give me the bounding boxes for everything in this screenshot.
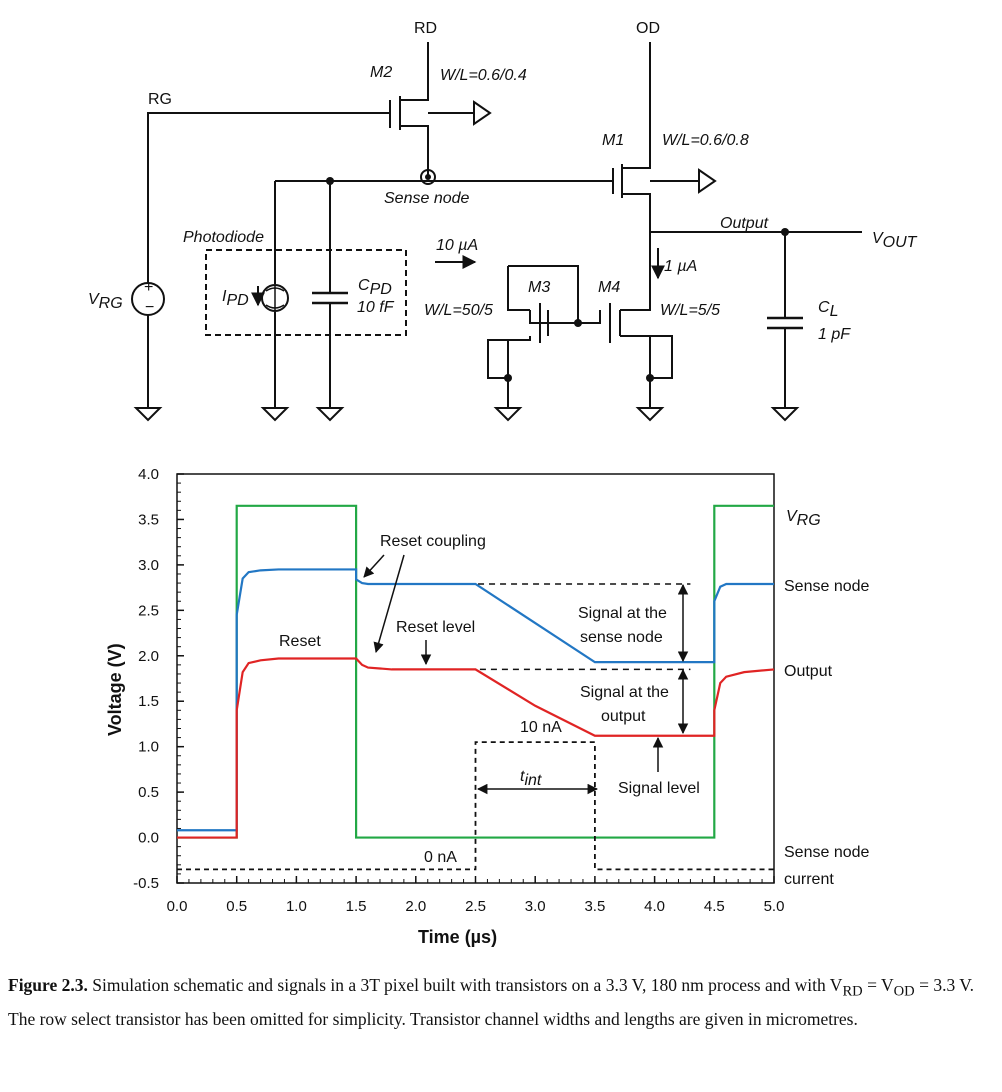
current-mirror (487, 232, 673, 408)
y-tick-label: -0.5 (133, 875, 159, 892)
x-tick-label: 3.5 (584, 898, 605, 915)
cpd-value: 10 fF (357, 299, 395, 316)
cl-value: 1 pF (818, 326, 851, 343)
transistor-m2 (389, 42, 492, 185)
y-axis-label: Voltage (V) (105, 643, 125, 736)
ground-symbols (133, 407, 800, 422)
output-label: Output (720, 215, 769, 232)
signal-output-label-2: output (601, 708, 646, 725)
caption-label: Figure 2.3. (8, 975, 88, 995)
x-tick-label: 0.5 (226, 898, 247, 915)
sense-current-legend-2: current (784, 871, 834, 888)
cpd-label: CPD (358, 277, 392, 298)
cl-label: CL (818, 299, 838, 320)
signal-sense-label-2: sense node (580, 629, 663, 646)
caption-sub-rd: RD (842, 983, 863, 1000)
schematic: + − VRG RG RD M2 W/L=0.6/0.4 Sense node (88, 20, 918, 422)
sense-node-label: Sense node (384, 190, 470, 207)
m3-size-label: W/L=50/5 (424, 302, 493, 319)
photodiode-label: Photodiode (183, 229, 264, 246)
caption-text: Simulation schematic and signals in a 3T… (87, 975, 843, 995)
y-tick-label: 3.5 (138, 511, 159, 528)
y-tick-label: 0.0 (138, 830, 159, 847)
caption-sub-od: OD (893, 983, 915, 1000)
m2-size-label: W/L=0.6/0.4 (440, 67, 527, 84)
y-tick-label: 3.0 (138, 557, 159, 574)
figure-caption: Figure 2.3. Simulation schematic and sig… (8, 972, 994, 1033)
minus-sign: − (145, 299, 154, 316)
ua10-label: 10 µA (436, 237, 478, 254)
y-tick-label: 1.5 (138, 693, 159, 710)
series-current (177, 741, 774, 871)
vrg-source-label: VRG (88, 291, 123, 312)
vrg-source-symbol (131, 282, 165, 316)
vrg-label: VRG (786, 508, 821, 529)
current-0na-label: 0 nA (424, 849, 457, 866)
y-tick-label: 2.5 (138, 602, 159, 619)
photodiode-box (205, 249, 407, 336)
x-axis-label: Time (µs) (418, 927, 497, 947)
x-tick-label: 3.0 (525, 898, 546, 915)
x-tick-label: 0.0 (167, 898, 188, 915)
m1-label: M1 (602, 132, 624, 149)
sense-current-legend-1: Sense node (784, 844, 870, 861)
m4-label: M4 (598, 279, 620, 296)
series-layer (177, 504, 775, 871)
current-10na-label: 10 nA (520, 719, 562, 736)
reset-coupling-label: Reset coupling (380, 533, 486, 550)
output-legend: Output (784, 663, 833, 680)
transistor-m1 (612, 42, 717, 232)
signal-level-label: Signal level (618, 780, 700, 797)
x-tick-label: 2.5 (465, 898, 486, 915)
series-sense (177, 568, 774, 832)
photodiode-inner-symbol (265, 285, 285, 311)
m2-label: M2 (370, 64, 392, 81)
x-tick-label: 1.5 (346, 898, 367, 915)
rg-label: RG (148, 91, 172, 108)
x-tick-label: 5.0 (764, 898, 785, 915)
rd-label: RD (414, 20, 437, 37)
signal-output-label-1: Signal at the (580, 684, 669, 701)
series-output (177, 657, 775, 839)
y-tick-label: 4.0 (138, 466, 159, 483)
axis-ticks: 0.0 0.5 1.0 1.5 2.0 2.5 3.0 3.5 4.0 4.5 5.0 4.0 3.5 3… (133, 466, 784, 915)
tint-label: tint (520, 768, 542, 789)
x-tick-label: 4.0 (644, 898, 665, 915)
signal-sense-label-1: Signal at the (578, 605, 667, 622)
y-tick-label: 2.0 (138, 648, 159, 665)
m1-size-label: W/L=0.6/0.8 (662, 132, 749, 149)
m3-label: M3 (528, 279, 550, 296)
od-label: OD (636, 20, 660, 37)
x-tick-label: 1.0 (286, 898, 307, 915)
caption-eq: = V (862, 975, 894, 995)
y-tick-label: 1.0 (138, 739, 159, 756)
m4-size-label: W/L=5/5 (660, 302, 720, 319)
plus-sign: + (144, 279, 153, 296)
reset-coupling-arrow-1 (363, 554, 385, 578)
rg-wire (147, 112, 390, 408)
vout-label: VOUT (872, 230, 918, 251)
ua1-label: 1 µA (664, 258, 697, 275)
caption-rest: = 3.3 V. The row select transistor has b… (8, 975, 975, 1029)
ipd-label: IPD (222, 288, 249, 309)
reset-coupling-arrow-2 (373, 554, 405, 654)
reset-label: Reset (279, 633, 321, 650)
reset-level-label: Reset level (396, 619, 475, 636)
x-tick-label: 4.5 (704, 898, 725, 915)
x-tick-label: 2.0 (405, 898, 426, 915)
y-tick-label: 0.5 (138, 784, 159, 801)
chart: 0.0 0.5 1.0 1.5 2.0 2.5 3.0 3.5 4.0 4.5 5.0 4.0 3.5 3… (105, 466, 870, 947)
sense-node-legend: Sense node (784, 578, 870, 595)
